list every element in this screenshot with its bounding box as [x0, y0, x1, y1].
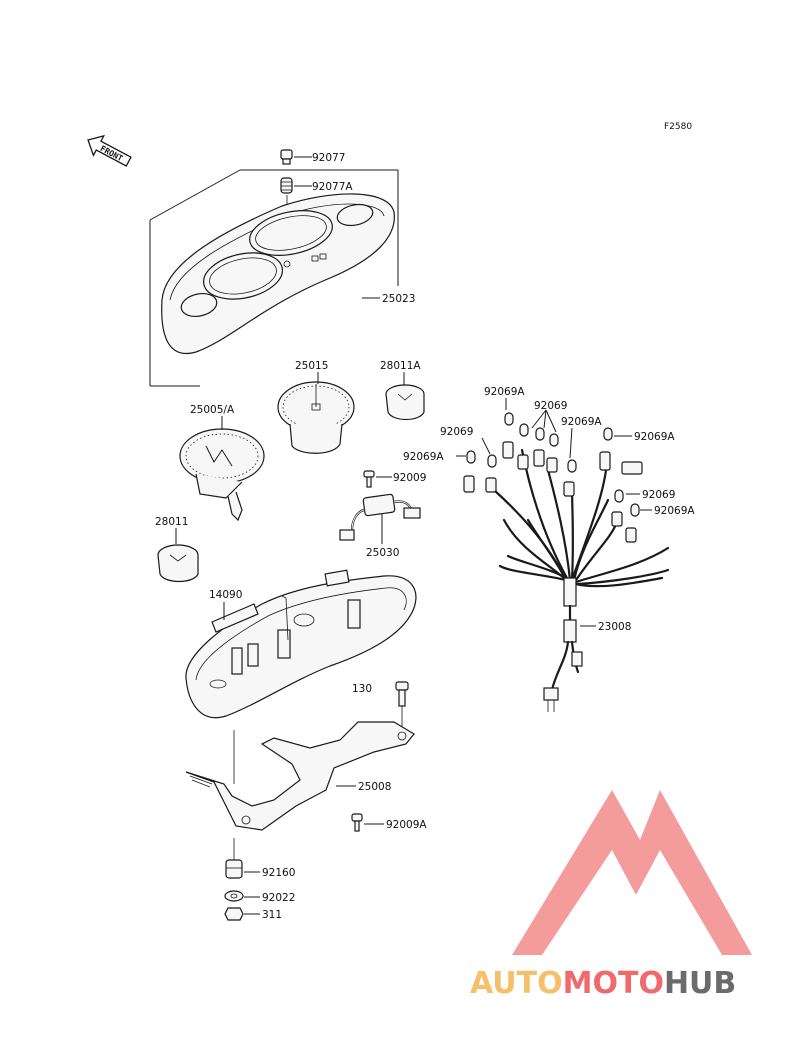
- nut-311-icon: [224, 907, 244, 921]
- grommet-92077a-icon: [280, 177, 293, 194]
- meter-case-14090: [185, 569, 417, 719]
- label-25008: 25008: [358, 781, 391, 793]
- screw-92009a-icon: [351, 813, 363, 832]
- bulb-icons: [466, 412, 640, 517]
- label-92069a-right: 92069A: [634, 431, 675, 443]
- label-28011a: 28011A: [380, 360, 421, 372]
- label-92069-top: 92069: [534, 400, 567, 412]
- label-92069a-right2: 92069A: [654, 505, 695, 517]
- figure-code: F2580: [664, 122, 692, 132]
- label-28011: 28011: [155, 516, 188, 528]
- screw-92077-icon: [280, 149, 293, 165]
- grommet-92160-icon: [225, 859, 243, 879]
- label-92069a-top: 92069A: [484, 386, 525, 398]
- bracket-25008: [185, 721, 415, 831]
- watermark-logo: AUTOMOTOHUB: [470, 790, 752, 1001]
- front-arrow-icon: FRONT: [87, 134, 132, 167]
- tachometer-25015: [277, 381, 355, 454]
- label-92009a: 92009A: [386, 819, 427, 831]
- label-25030: 25030: [366, 547, 399, 559]
- watermark-part1: AUTO: [470, 966, 563, 1001]
- label-14090: 14090: [209, 589, 242, 601]
- label-92077a: 92077A: [312, 181, 353, 193]
- watermark-text: AUTOMOTOHUB: [470, 966, 736, 1001]
- label-25023: 25023: [382, 293, 415, 305]
- label-25005a: 25005/A: [190, 404, 235, 416]
- sensor-25030: [339, 493, 421, 541]
- socket-28011a: [385, 384, 425, 421]
- label-92009: 92009: [393, 472, 426, 484]
- label-92069a-left: 92069A: [403, 451, 444, 463]
- watermark-part3: HUB: [664, 966, 736, 1001]
- screw-92009-icon: [363, 470, 375, 488]
- label-23008: 23008: [598, 621, 631, 633]
- label-25015: 25015: [295, 360, 328, 372]
- socket-28011: [157, 544, 199, 583]
- washer-92022-icon: [224, 890, 244, 902]
- label-311: 311: [262, 909, 282, 921]
- label-92022: 92022: [262, 892, 295, 904]
- bolt-130-icon: [395, 681, 409, 707]
- label-92069a-mid: 92069A: [561, 416, 602, 428]
- label-92069-left: 92069: [440, 426, 473, 438]
- bulb-socket-icons: [463, 441, 643, 543]
- label-92069-right: 92069: [642, 489, 675, 501]
- watermark-part2: MOTO: [563, 966, 664, 1001]
- label-92160: 92160: [262, 867, 295, 879]
- label-92077: 92077: [312, 152, 345, 164]
- label-130: 130: [352, 683, 372, 695]
- speedometer-25005a: [179, 428, 265, 522]
- meter-cover-25023: [149, 169, 399, 387]
